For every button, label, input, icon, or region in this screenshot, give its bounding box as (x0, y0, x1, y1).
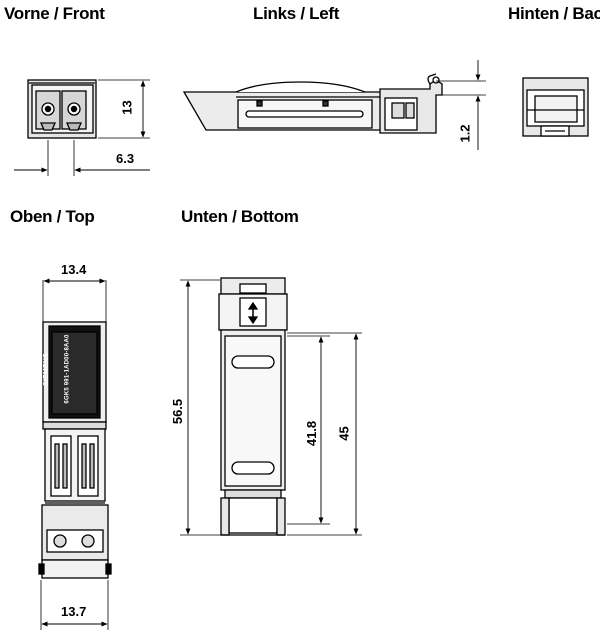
label-order-number: 6GK5 991-1AD00-8AA0 (64, 334, 71, 404)
left-view (182, 60, 486, 150)
dim-top-width-lower: 13.7 (61, 604, 87, 619)
view-label-back: Hinten / Back (508, 4, 600, 23)
back-view (522, 77, 589, 137)
view-label-left: Links / Left (253, 4, 340, 23)
dim-bottom-total: 56.5 (170, 398, 186, 425)
dim-bottom-mid: 41.8 (304, 420, 320, 447)
dim-left-latch: 1.2 (457, 124, 473, 143)
dim-front-width: 6.3 (116, 151, 135, 166)
top-view (38, 278, 112, 630)
view-label-bottom: Unten / Bottom (181, 207, 299, 226)
dim-bottom-inner: 45 (336, 426, 352, 441)
bottom-view (180, 277, 362, 536)
view-label-top: Oben / Top (10, 207, 95, 226)
label-brand: SIEMENS (42, 353, 50, 386)
view-label-front: Vorne / Front (4, 4, 105, 23)
front-view (14, 79, 150, 176)
dim-front-height: 13 (119, 100, 135, 115)
dim-top-width-upper: 13.4 (61, 262, 87, 277)
